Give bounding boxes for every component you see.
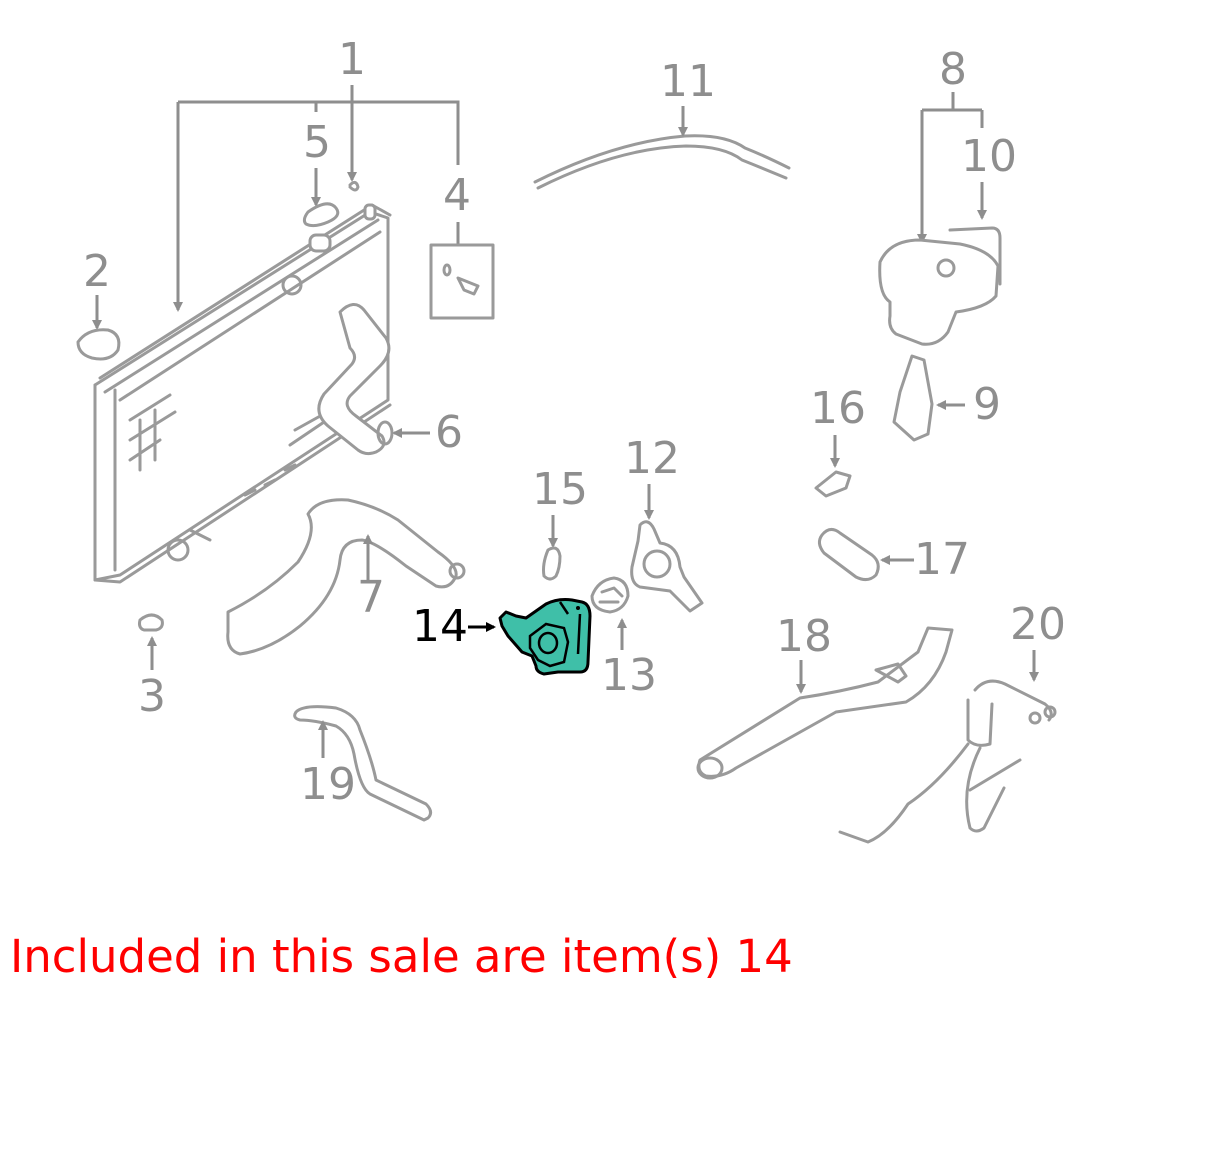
callout-10[interactable]: 10 — [961, 131, 1017, 182]
reservoir-bracket-part — [892, 354, 965, 442]
lower-hose-part — [226, 498, 466, 656]
radiator-part — [93, 203, 392, 584]
callout-12[interactable]: 12 — [624, 433, 680, 484]
upper-hose-part — [317, 303, 430, 456]
water-inlet-part-highlighted[interactable] — [468, 598, 592, 676]
bypass-hose-part — [293, 705, 433, 822]
callout-15[interactable]: 15 — [532, 464, 588, 515]
drain-plug-part — [348, 180, 360, 192]
callout-7[interactable]: 7 — [357, 572, 385, 623]
gasket-part — [542, 515, 562, 581]
callout-9[interactable]: 9 — [973, 379, 1001, 430]
callout-8[interactable]: 8 — [939, 44, 967, 95]
sale-caption: Included in this sale are item(s) 14 — [10, 930, 793, 983]
upper-mount-part — [76, 295, 121, 361]
parts-diagram-artwork — [76, 85, 1057, 844]
water-outlet-part — [817, 528, 914, 582]
thermostat-housing-part — [630, 484, 704, 613]
callout-19[interactable]: 19 — [300, 759, 356, 810]
callout-6[interactable]: 6 — [435, 407, 463, 458]
callout-11[interactable]: 11 — [660, 56, 716, 107]
callout-3[interactable]: 3 — [138, 671, 166, 722]
bypass-pipe-part — [533, 106, 791, 190]
callout-18[interactable]: 18 — [776, 611, 832, 662]
callout-1-leader — [173, 85, 460, 312]
callout-16[interactable]: 16 — [810, 383, 866, 434]
callout-13[interactable]: 13 — [601, 650, 657, 701]
callout-17[interactable]: 17 — [914, 534, 970, 585]
reservoir-tank-part — [878, 92, 1002, 346]
callout-5[interactable]: 5 — [303, 117, 331, 168]
callout-1[interactable]: 1 — [338, 34, 366, 85]
heater-hose-part — [838, 650, 1057, 844]
thermostat-part — [590, 576, 630, 650]
callout-4[interactable]: 4 — [443, 170, 471, 221]
drain-cock-kit-part — [429, 222, 495, 320]
callout-20[interactable]: 20 — [1010, 599, 1066, 650]
temp-sensor-part — [814, 435, 852, 498]
radiator-cap-part — [302, 168, 340, 228]
parts-diagram: 1 2 3 4 5 6 7 8 9 10 11 12 13 14 15 16 1… — [76, 34, 1066, 844]
lower-bushing-part — [138, 613, 164, 670]
water-pipe-part — [696, 626, 954, 780]
callout-2[interactable]: 2 — [83, 246, 111, 297]
callout-14-selected[interactable]: 14 — [412, 601, 468, 652]
